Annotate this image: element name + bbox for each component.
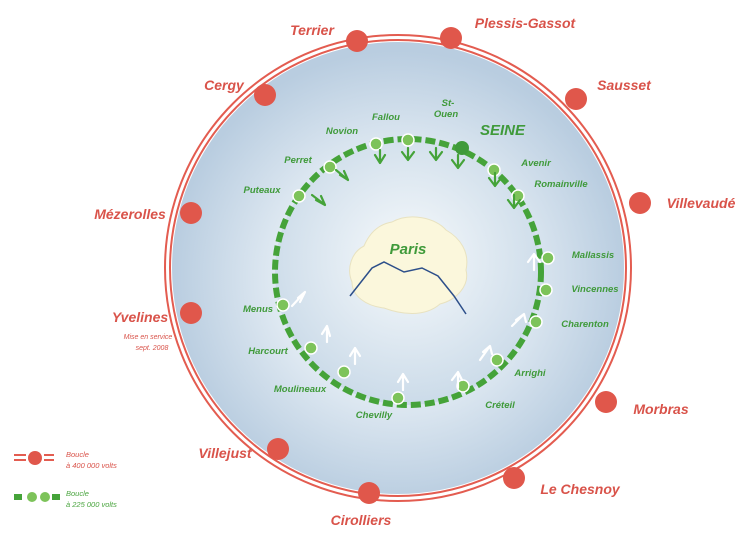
legend-green-line1: Boucle — [66, 489, 89, 498]
outer-label-cirolliers: Cirolliers — [331, 512, 392, 528]
outer-label-mezerolles: Mézerolles — [94, 206, 166, 222]
outer-station-plessis-gassot — [440, 27, 462, 49]
inner-station-perret — [323, 160, 337, 174]
inner-station-moulineaux — [337, 365, 351, 379]
seine-river — [349, 261, 467, 315]
inner-station-arrighi — [490, 353, 504, 367]
outer-loop-400kv — [164, 34, 632, 502]
inner-label-perret: Perret — [284, 155, 312, 166]
inner-label-mallassis: Mallassis — [572, 250, 614, 261]
inner-label-romainville: Romainville — [534, 179, 588, 190]
legend-red-symbol — [14, 451, 54, 465]
inner-label-avenir: Avenir — [520, 158, 552, 169]
inner-station-novion — [369, 137, 383, 151]
outer-label-sausset: Sausset — [597, 77, 652, 93]
inner-station-st-ouen — [455, 141, 469, 155]
outer-station-villevaude — [629, 192, 651, 214]
inner-label-fallou: Fallou — [372, 112, 400, 123]
yvelines-note-line1: Mise en service — [124, 334, 173, 341]
outer-label-yvelines: Yvelines — [112, 309, 169, 325]
inner-label-novion: Novion — [326, 126, 358, 137]
inner-station-vincennes — [539, 283, 553, 297]
legend-red-line2: à 400 000 volts — [66, 461, 117, 470]
outer-label-plessis-gassot: Plessis-Gassot — [475, 15, 577, 31]
outer-label-morbras: Morbras — [633, 401, 688, 417]
inner-station-harcourt — [304, 341, 318, 355]
inner-label-menus: Menus — [243, 304, 273, 315]
inner-label-harcourt: Harcourt — [248, 346, 288, 357]
legend: Boucle à 400 000 volts Boucle à 225 000 … — [14, 450, 117, 509]
inner-label-st-ouen-2: Ouen — [434, 109, 458, 120]
outer-station-cirolliers — [358, 482, 380, 504]
outer-station-cergy — [254, 84, 276, 106]
inner-label-arrighi: Arrighi — [513, 368, 546, 379]
outer-station-sausset — [565, 88, 587, 110]
outer-label-le-chesnoy: Le Chesnoy — [540, 481, 621, 497]
legend-green-line2: à 225 000 volts — [66, 500, 117, 509]
inner-label-vincennes: Vincennes — [571, 284, 618, 295]
outer-station-villejust — [267, 438, 289, 460]
paris-shape — [349, 216, 468, 314]
outer-label-villevaude: Villevaudé — [667, 195, 736, 211]
outer-label-villejust: Villejust — [198, 445, 253, 461]
outer-label-cergy: Cergy — [204, 77, 245, 93]
inner-station-charenton — [529, 315, 543, 329]
inner-station-mallassis — [541, 251, 555, 265]
inner-label-chevilly: Chevilly — [356, 410, 393, 421]
inner-station-chevilly — [391, 391, 405, 405]
legend-green-symbol — [14, 492, 60, 502]
outer-label-terrier: Terrier — [290, 22, 335, 38]
inner-station-fallou — [401, 133, 415, 147]
yvelines-note-line2: sept. 2008 — [136, 345, 169, 352]
inner-label-creteil: Créteil — [485, 400, 515, 411]
inner-loop-225kv — [272, 136, 544, 408]
inner-label-st-ouen: St- — [442, 98, 455, 109]
seine-label: SEINE — [480, 122, 526, 139]
outer-station-mezerolles — [180, 202, 202, 224]
paris-label: Paris — [390, 241, 427, 258]
outer-station-terrier — [346, 30, 368, 52]
inner-stations: St- Ouen Fallou Novion Perret Puteaux Me… — [243, 98, 619, 421]
inner-station-menus — [276, 298, 290, 312]
inner-station-puteaux — [292, 189, 306, 203]
legend-red-line1: Boucle — [66, 450, 89, 459]
feed-arrows — [290, 146, 542, 392]
outer-stations: Terrier Plessis-Gassot Sausset Villevaud… — [94, 15, 735, 528]
outer-station-le-chesnoy — [503, 467, 525, 489]
outer-station-yvelines — [180, 302, 202, 324]
inner-label-puteaux: Puteaux — [244, 185, 282, 196]
outer-station-morbras — [595, 391, 617, 413]
inner-label-moulineaux: Moulineaux — [274, 384, 327, 395]
inner-label-charenton: Charenton — [561, 319, 609, 330]
